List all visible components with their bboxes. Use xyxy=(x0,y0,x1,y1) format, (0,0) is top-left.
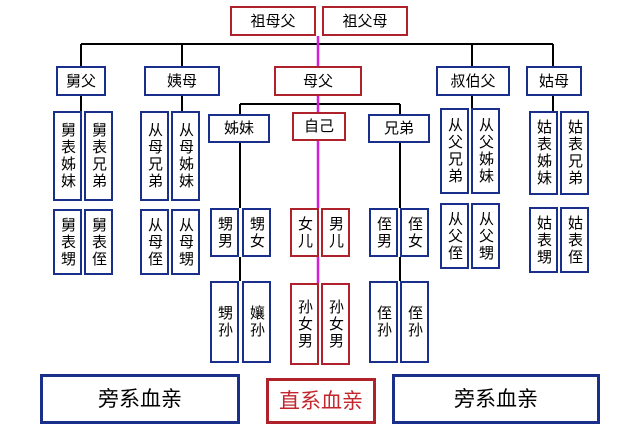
lineal-relatives-label: 直系血亲 xyxy=(279,388,363,413)
sister-son-box: 甥男 xyxy=(210,208,239,257)
maternal-aunt-cousin-male-box: 从母兄弟 xyxy=(140,111,169,201)
maternal-uncle-cousin-male-label: 舅表兄弟 xyxy=(90,122,108,190)
maternal-uncle-cousin-female-label: 舅表姊妹 xyxy=(59,122,77,190)
collateral-relatives-left-label: 旁系血亲 xyxy=(98,386,182,411)
maternal-aunt-box: 姨母 xyxy=(144,66,220,96)
sister-daughter-label: 甥女 xyxy=(248,215,266,250)
maternal-aunt-nephew-b-label: 从母甥 xyxy=(177,216,195,268)
self-label: 自己 xyxy=(303,117,334,135)
paternal-uncle-cousin-male-box: 从父兄弟 xyxy=(440,108,469,194)
sister-grandchild-b-box: 孃孙 xyxy=(242,281,271,363)
daughter-box: 女儿 xyxy=(290,208,319,257)
paternal-aunt-cousin-female-label: 姑表姊妹 xyxy=(535,119,553,187)
paternal-aunt-box: 姑母 xyxy=(526,66,582,96)
maternal-aunt-cousin-female-box: 从母姊妹 xyxy=(171,111,200,201)
paternal-aunt-nephew-a-box: 姑表甥 xyxy=(529,207,558,273)
paternal-uncle-nephew-a-box: 从父侄 xyxy=(440,203,469,269)
lineal-relatives: 直系血亲 xyxy=(266,378,376,424)
maternal-uncle-box: 舅父 xyxy=(56,66,106,96)
grandchild-b-box: 孙女男 xyxy=(321,283,350,365)
maternal-aunt-cousin-male-label: 从母兄弟 xyxy=(146,122,164,190)
brother-grandchild-b-label: 侄孙 xyxy=(406,305,424,339)
paternal-grandparents-label: 祖父母 xyxy=(342,11,388,30)
brother-label: 兄弟 xyxy=(383,119,414,137)
sister-son-label: 甥男 xyxy=(216,215,234,250)
paternal-aunt-cousin-male-label: 姑表兄弟 xyxy=(566,119,584,187)
maternal-aunt-nephew-b-box: 从母甥 xyxy=(171,209,200,275)
maternal-uncle-cousin-male-box: 舅表兄弟 xyxy=(84,111,113,201)
brother-daughter-label: 侄女 xyxy=(406,215,424,250)
maternal-grandparents-label: 祖母父 xyxy=(250,11,296,30)
sister-label: 姊妹 xyxy=(223,119,254,137)
paternal-aunt-cousin-female-box: 姑表姊妹 xyxy=(529,111,558,195)
paternal-uncle-cousin-female-box: 从父姊妹 xyxy=(471,108,500,194)
paternal-aunt-cousin-male-box: 姑表兄弟 xyxy=(560,111,589,195)
grandchild-a-box: 孙女男 xyxy=(290,283,319,365)
sister-daughter-box: 甥女 xyxy=(242,208,271,257)
maternal-grandparents-box: 祖母父 xyxy=(230,6,316,36)
brother-grandchild-a-box: 侄孙 xyxy=(369,281,398,363)
maternal-uncle-label: 舅父 xyxy=(65,71,96,90)
collateral-relatives-right: 旁系血亲 xyxy=(392,374,600,424)
paternal-aunt-nephew-b-box: 姑表侄 xyxy=(560,207,589,273)
maternal-uncle-nephew-b-box: 舅表侄 xyxy=(84,209,113,275)
maternal-uncle-nephew-a-box: 舅表甥 xyxy=(53,209,82,275)
son-label: 男儿 xyxy=(327,215,345,250)
collateral-relatives-left: 旁系血亲 xyxy=(40,374,240,424)
paternal-uncle-cousin-female-label: 从父姊妹 xyxy=(477,117,495,185)
self-box: 自己 xyxy=(292,112,346,141)
sister-box: 姊妹 xyxy=(208,114,270,143)
paternal-uncle-nephew-b-box: 从父甥 xyxy=(471,203,500,269)
grandchild-a-label: 孙女男 xyxy=(296,298,314,350)
brother-son-box: 侄男 xyxy=(369,208,398,257)
maternal-aunt-nephew-a-box: 从母侄 xyxy=(140,209,169,275)
maternal-uncle-cousin-female-box: 舅表姊妹 xyxy=(53,111,82,201)
sister-grandchild-a-label: 甥孙 xyxy=(216,305,234,339)
brother-son-label: 侄男 xyxy=(375,215,393,250)
brother-box: 兄弟 xyxy=(368,114,430,143)
daughter-label: 女儿 xyxy=(296,215,314,250)
maternal-aunt-nephew-a-label: 从母侄 xyxy=(146,216,164,268)
sister-grandchild-b-label: 孃孙 xyxy=(248,305,266,339)
paternal-uncle-label: 叔伯父 xyxy=(450,71,496,90)
maternal-uncle-nephew-b-label: 舅表侄 xyxy=(90,216,108,268)
maternal-aunt-cousin-female-label: 从母姊妹 xyxy=(177,122,195,190)
paternal-grandparents-box: 祖父母 xyxy=(322,6,408,36)
brother-daughter-box: 侄女 xyxy=(400,208,429,257)
paternal-aunt-label: 姑母 xyxy=(538,71,569,90)
brother-grandchild-b-box: 侄孙 xyxy=(400,281,429,363)
parents-box: 母父 xyxy=(274,66,362,96)
maternal-uncle-nephew-a-label: 舅表甥 xyxy=(59,216,77,268)
son-box: 男儿 xyxy=(321,208,350,257)
paternal-uncle-box: 叔伯父 xyxy=(436,66,510,96)
parents-label: 母父 xyxy=(302,71,333,90)
grandchild-b-label: 孙女男 xyxy=(327,298,345,350)
paternal-uncle-nephew-a-label: 从父侄 xyxy=(446,210,464,262)
paternal-uncle-cousin-male-label: 从父兄弟 xyxy=(446,117,464,185)
paternal-uncle-nephew-b-label: 从父甥 xyxy=(477,210,495,262)
sister-grandchild-a-box: 甥孙 xyxy=(210,281,239,363)
maternal-aunt-label: 姨母 xyxy=(166,71,197,90)
paternal-aunt-nephew-a-label: 姑表甥 xyxy=(535,214,553,266)
paternal-aunt-nephew-b-label: 姑表侄 xyxy=(566,214,584,266)
collateral-relatives-right-label: 旁系血亲 xyxy=(454,386,538,411)
brother-grandchild-a-label: 侄孙 xyxy=(375,305,393,339)
